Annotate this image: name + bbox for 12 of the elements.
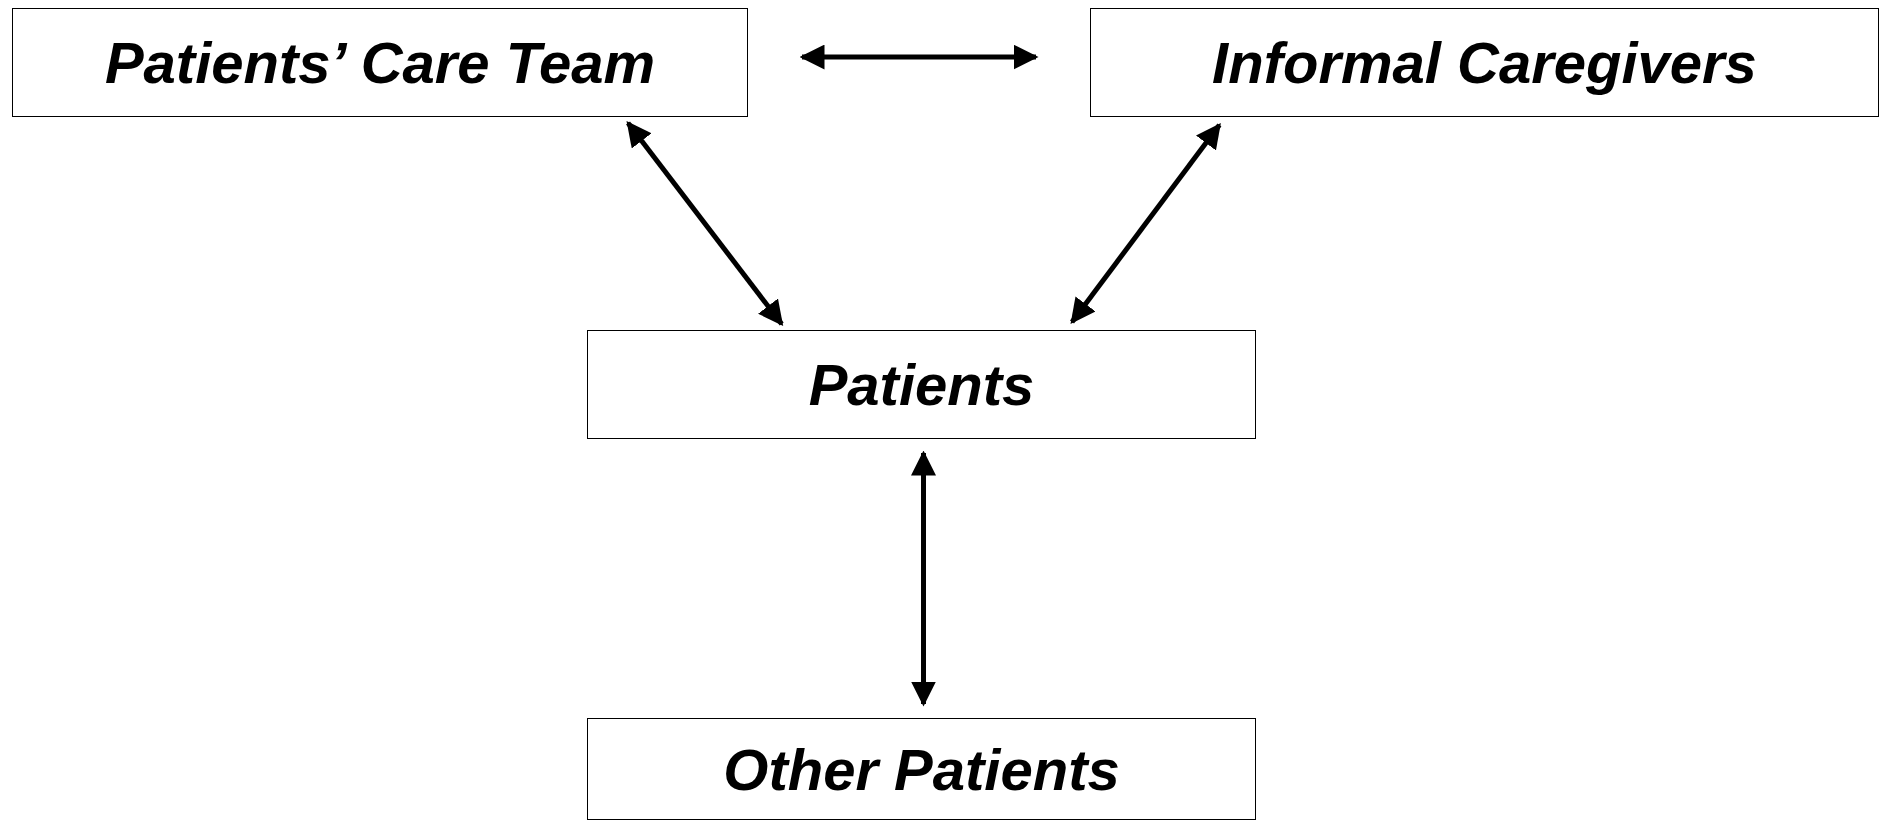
double-arrow <box>799 44 1039 70</box>
text-box <box>587 718 1256 820</box>
double-arrow <box>911 450 936 707</box>
text-box <box>12 8 748 117</box>
node-label: Informal Caregivers <box>1212 29 1757 96</box>
double-arrow <box>626 121 784 326</box>
node-label: Patients’ Care Team <box>104 29 656 96</box>
node-label: Other Patients <box>723 735 1120 803</box>
text-box <box>1090 8 1879 117</box>
node-label: Patients <box>808 351 1035 418</box>
text-box <box>587 330 1256 439</box>
double-arrow <box>1070 123 1222 324</box>
